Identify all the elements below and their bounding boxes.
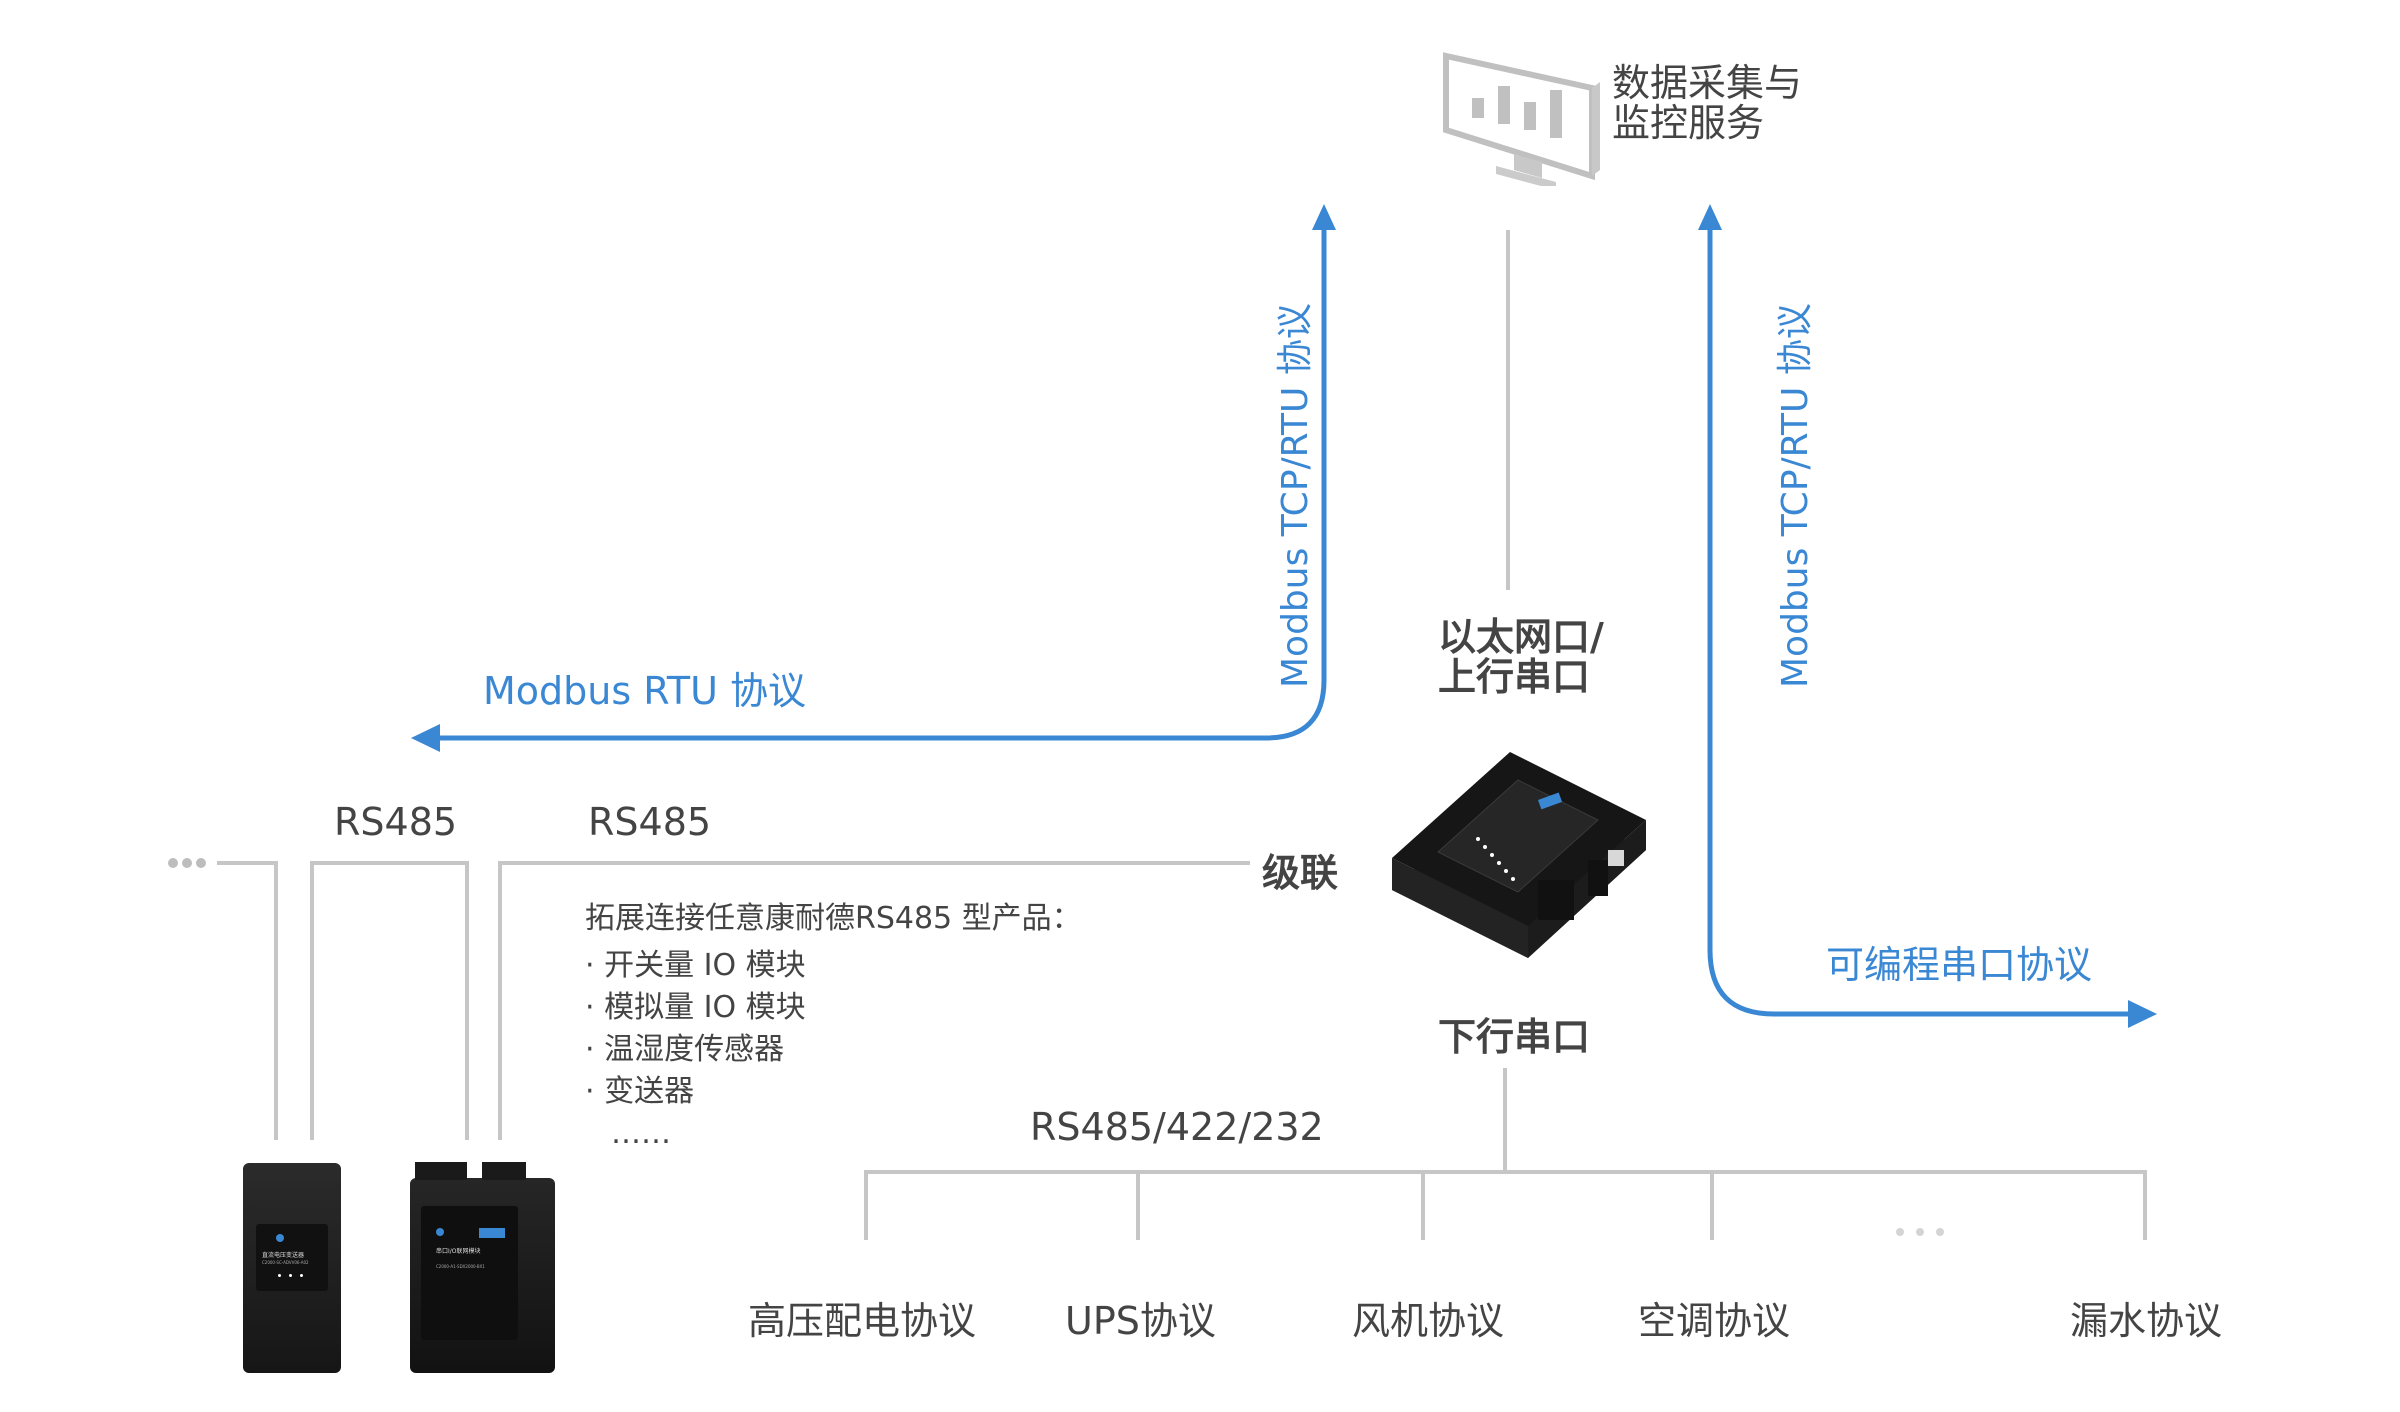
left-blue-arrow-path — [440, 222, 1327, 741]
programmable-serial-label: 可编程串口协议 — [1826, 943, 2093, 987]
device-name: 串口I/O联网模块 — [436, 1248, 481, 1255]
device-model: C2000-SC-ADVV06-A02 — [262, 1260, 309, 1265]
rs485-label-1: RS485 — [334, 800, 458, 844]
downstream-bus — [864, 1170, 2147, 1240]
expansion-intro: 拓展连接任意康耐德RS485 型产品： — [585, 901, 1082, 936]
list-item: · 模拟量 IO 模块 — [585, 990, 806, 1025]
protocol-fan: 风机协议 — [1352, 1299, 1505, 1343]
right-arrowhead — [2128, 1000, 2157, 1028]
rs485-label-2: RS485 — [588, 800, 712, 844]
protocol-gateway-device — [1378, 740, 1648, 960]
protocol-water-leak: 漏水协议 — [2070, 1299, 2223, 1343]
serial-io-module-device: 串口I/O联网模块 C2000-A1-SDX2000-BX1 — [410, 1162, 555, 1373]
protocol-ac: 空调协议 — [1638, 1299, 1791, 1343]
left-vertical-protocol-label: Modbus TCP/RTU 协议 — [1275, 303, 1316, 688]
left-arrowhead — [411, 724, 440, 752]
protocol-ups: UPS协议 — [1065, 1299, 1216, 1343]
right-blue-arrow-path — [1707, 222, 2130, 1017]
upstream-port-label-2: 上行串口 — [1438, 655, 1591, 699]
downstream-interface-label: RS485/422/232 — [1030, 1105, 1324, 1149]
rs485-loop-2 — [498, 861, 1250, 1140]
left-up-arrowhead — [1312, 204, 1336, 230]
service-title-line1: 数据采集与 — [1612, 61, 1803, 105]
device-name: 直流电压变送器 — [262, 1252, 305, 1259]
list-item-ellipsis: …… — [611, 1116, 671, 1151]
device-model: C2000-A1-SDX2000-BX1 — [436, 1264, 485, 1269]
downstream-port-label: 下行串口 — [1438, 1015, 1591, 1059]
right-up-arrowhead — [1698, 204, 1722, 230]
expansion-list: · 开关量 IO 模块 · 模拟量 IO 模块 · 温湿度传感器 · 变送器 …… — [585, 945, 806, 1155]
list-item: · 变送器 — [585, 1074, 695, 1109]
service-title-line2: 监控服务 — [1612, 101, 1765, 145]
modbus-rtu-label: Modbus RTU 协议 — [483, 669, 806, 713]
dc-voltage-transmitter-device: 直流电压变送器 C2000-SC-ADVV06-A02 — [243, 1163, 341, 1373]
upstream-port-label-1: 以太网口/ — [1438, 615, 1604, 659]
protocol-hv-distribution: 高压配电协议 — [748, 1299, 977, 1343]
list-item: · 开关量 IO 模块 — [585, 948, 806, 983]
monitor-chart-icon — [1432, 26, 1602, 190]
rs485-loop-1 — [310, 861, 469, 1140]
list-item: · 温湿度传感器 — [585, 1032, 785, 1067]
cascade-label: 级联 — [1262, 851, 1339, 895]
right-vertical-protocol-label: Modbus TCP/RTU 协议 — [1775, 303, 1816, 688]
